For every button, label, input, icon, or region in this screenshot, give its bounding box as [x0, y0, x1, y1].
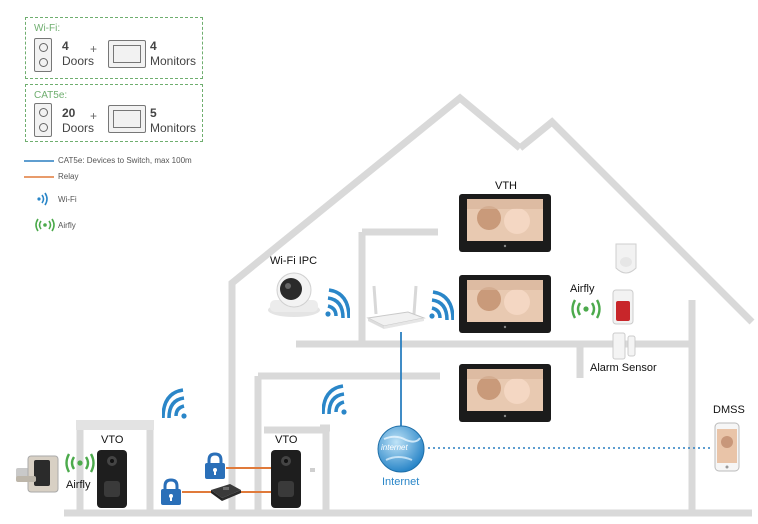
airfly-left-label: Airfly: [66, 479, 91, 491]
vto-door-station-icon: [97, 450, 127, 508]
wifi-monitors-count: 4: [150, 39, 157, 53]
plus-sign: +: [90, 42, 98, 56]
door-station-icon: [34, 103, 52, 137]
vth-monitor-icon: [459, 364, 551, 422]
dmss-label: DMSS: [713, 404, 745, 416]
vth-monitor-icon: [459, 194, 551, 252]
wifi-camera-icon: [268, 272, 320, 317]
vth-label: VTH: [495, 180, 517, 192]
vto-mid-label: VTO: [275, 434, 298, 446]
internet-globe-text: internet: [381, 443, 408, 452]
cat5e-doors-count: 20: [62, 106, 76, 120]
wifi-icon: [37, 192, 48, 206]
vth-monitor-icon: [459, 275, 551, 333]
legend-lines: [24, 160, 54, 178]
cat5e-monitors-label: Monitors: [150, 121, 197, 135]
wifi-signal-icon: [322, 384, 347, 415]
wifi-signal-icon: [325, 288, 350, 319]
wifi-box-title: Wi-Fi:: [34, 23, 61, 34]
legend-wifi: Wi-Fi: [58, 195, 77, 204]
airfly-signal-icon: [65, 453, 95, 473]
wifi-ipc-label: Wi-Fi IPC: [270, 255, 318, 267]
vto-door-station-icon: [271, 450, 301, 508]
wifi-signal-icon: [429, 290, 454, 321]
cat5e-monitors-count: 5: [150, 106, 157, 120]
lock-icon: [161, 478, 181, 505]
door-sensor-icon: [612, 332, 636, 360]
wifi-monitors-label: Monitors: [150, 54, 197, 68]
router-icon: [366, 285, 426, 329]
relay-module-icon: [211, 484, 241, 501]
wifi-signal-icon: [162, 388, 187, 419]
motion-sensor-icon: [615, 243, 637, 274]
internet-label: Internet: [382, 476, 420, 488]
plus-sign: +: [90, 109, 98, 123]
lock-icon: [205, 452, 225, 479]
cat5e-box-title: CAT5e:: [34, 90, 68, 101]
wifi-doors-label: Doors: [62, 54, 95, 68]
smartphone-icon: [714, 422, 740, 472]
airfly-icon: [35, 218, 55, 232]
wifi-capacity-box: Wi-Fi: 4 Doors + 4 Monitors: [25, 17, 203, 79]
monitor-icon: [108, 40, 146, 68]
legend-relay: Relay: [58, 172, 79, 181]
wifi-doors-count: 4: [62, 39, 69, 53]
smart-lock-icon: [16, 455, 59, 493]
cat5e-doors-label: Doors: [62, 121, 95, 135]
door-station-icon: [34, 38, 52, 72]
legend-cat5e: CAT5e: Devices to Switch, max 100m: [58, 156, 192, 165]
legend-airfly: Airfly: [58, 221, 76, 230]
monitor-icon: [108, 105, 146, 133]
alarm-sensor-label: Alarm Sensor: [590, 362, 657, 374]
cat5e-capacity-box: CAT5e: 20 Doors + 5 Monitors: [25, 84, 203, 142]
internet-globe-icon: [377, 425, 425, 473]
airfly-right-label: Airfly: [570, 283, 595, 295]
vto-left-label: VTO: [101, 434, 124, 446]
airfly-signal-icon: [571, 299, 601, 319]
siren-icon: [612, 289, 634, 325]
